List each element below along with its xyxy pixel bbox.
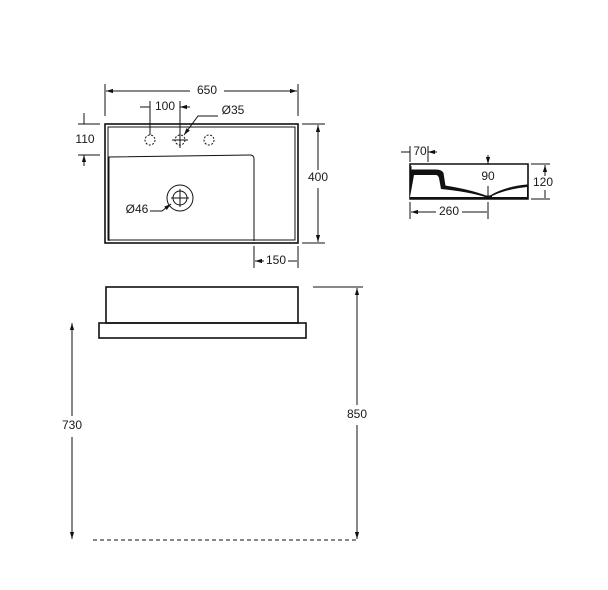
dim-tap-hole: Ø35 xyxy=(222,103,245,117)
dim-tap-spacing: 100 xyxy=(155,99,175,113)
basin-front xyxy=(105,286,299,324)
basin-rim xyxy=(107,126,296,241)
dim-counter-height: 730 xyxy=(62,418,82,432)
front-view: 730 850 xyxy=(62,287,367,540)
basin-bowl xyxy=(108,154,255,241)
dim-wall: 70 xyxy=(413,144,427,158)
tap-hole-right xyxy=(203,134,215,146)
dim-edge-to-basin: 110 xyxy=(75,132,94,146)
dim-basin-depth: 90 xyxy=(481,169,495,183)
dim-drain: Ø46 xyxy=(126,202,149,216)
dim-depth: 400 xyxy=(308,170,328,184)
dim-top-height: 850 xyxy=(347,407,367,421)
countertop xyxy=(98,322,307,339)
tap-hole-left xyxy=(144,134,156,146)
dim-drain-offset: 260 xyxy=(439,204,459,218)
top-view: 650 100 Ø35 110 400 150 Ø46 xyxy=(75,83,331,268)
section-view: 70 90 120 260 xyxy=(401,144,553,219)
dim-deck-width: 150 xyxy=(266,253,286,267)
dim-width: 650 xyxy=(197,83,217,97)
basin-outline xyxy=(104,123,299,244)
dim-height: 120 xyxy=(533,175,553,189)
drain-outer xyxy=(166,184,194,212)
